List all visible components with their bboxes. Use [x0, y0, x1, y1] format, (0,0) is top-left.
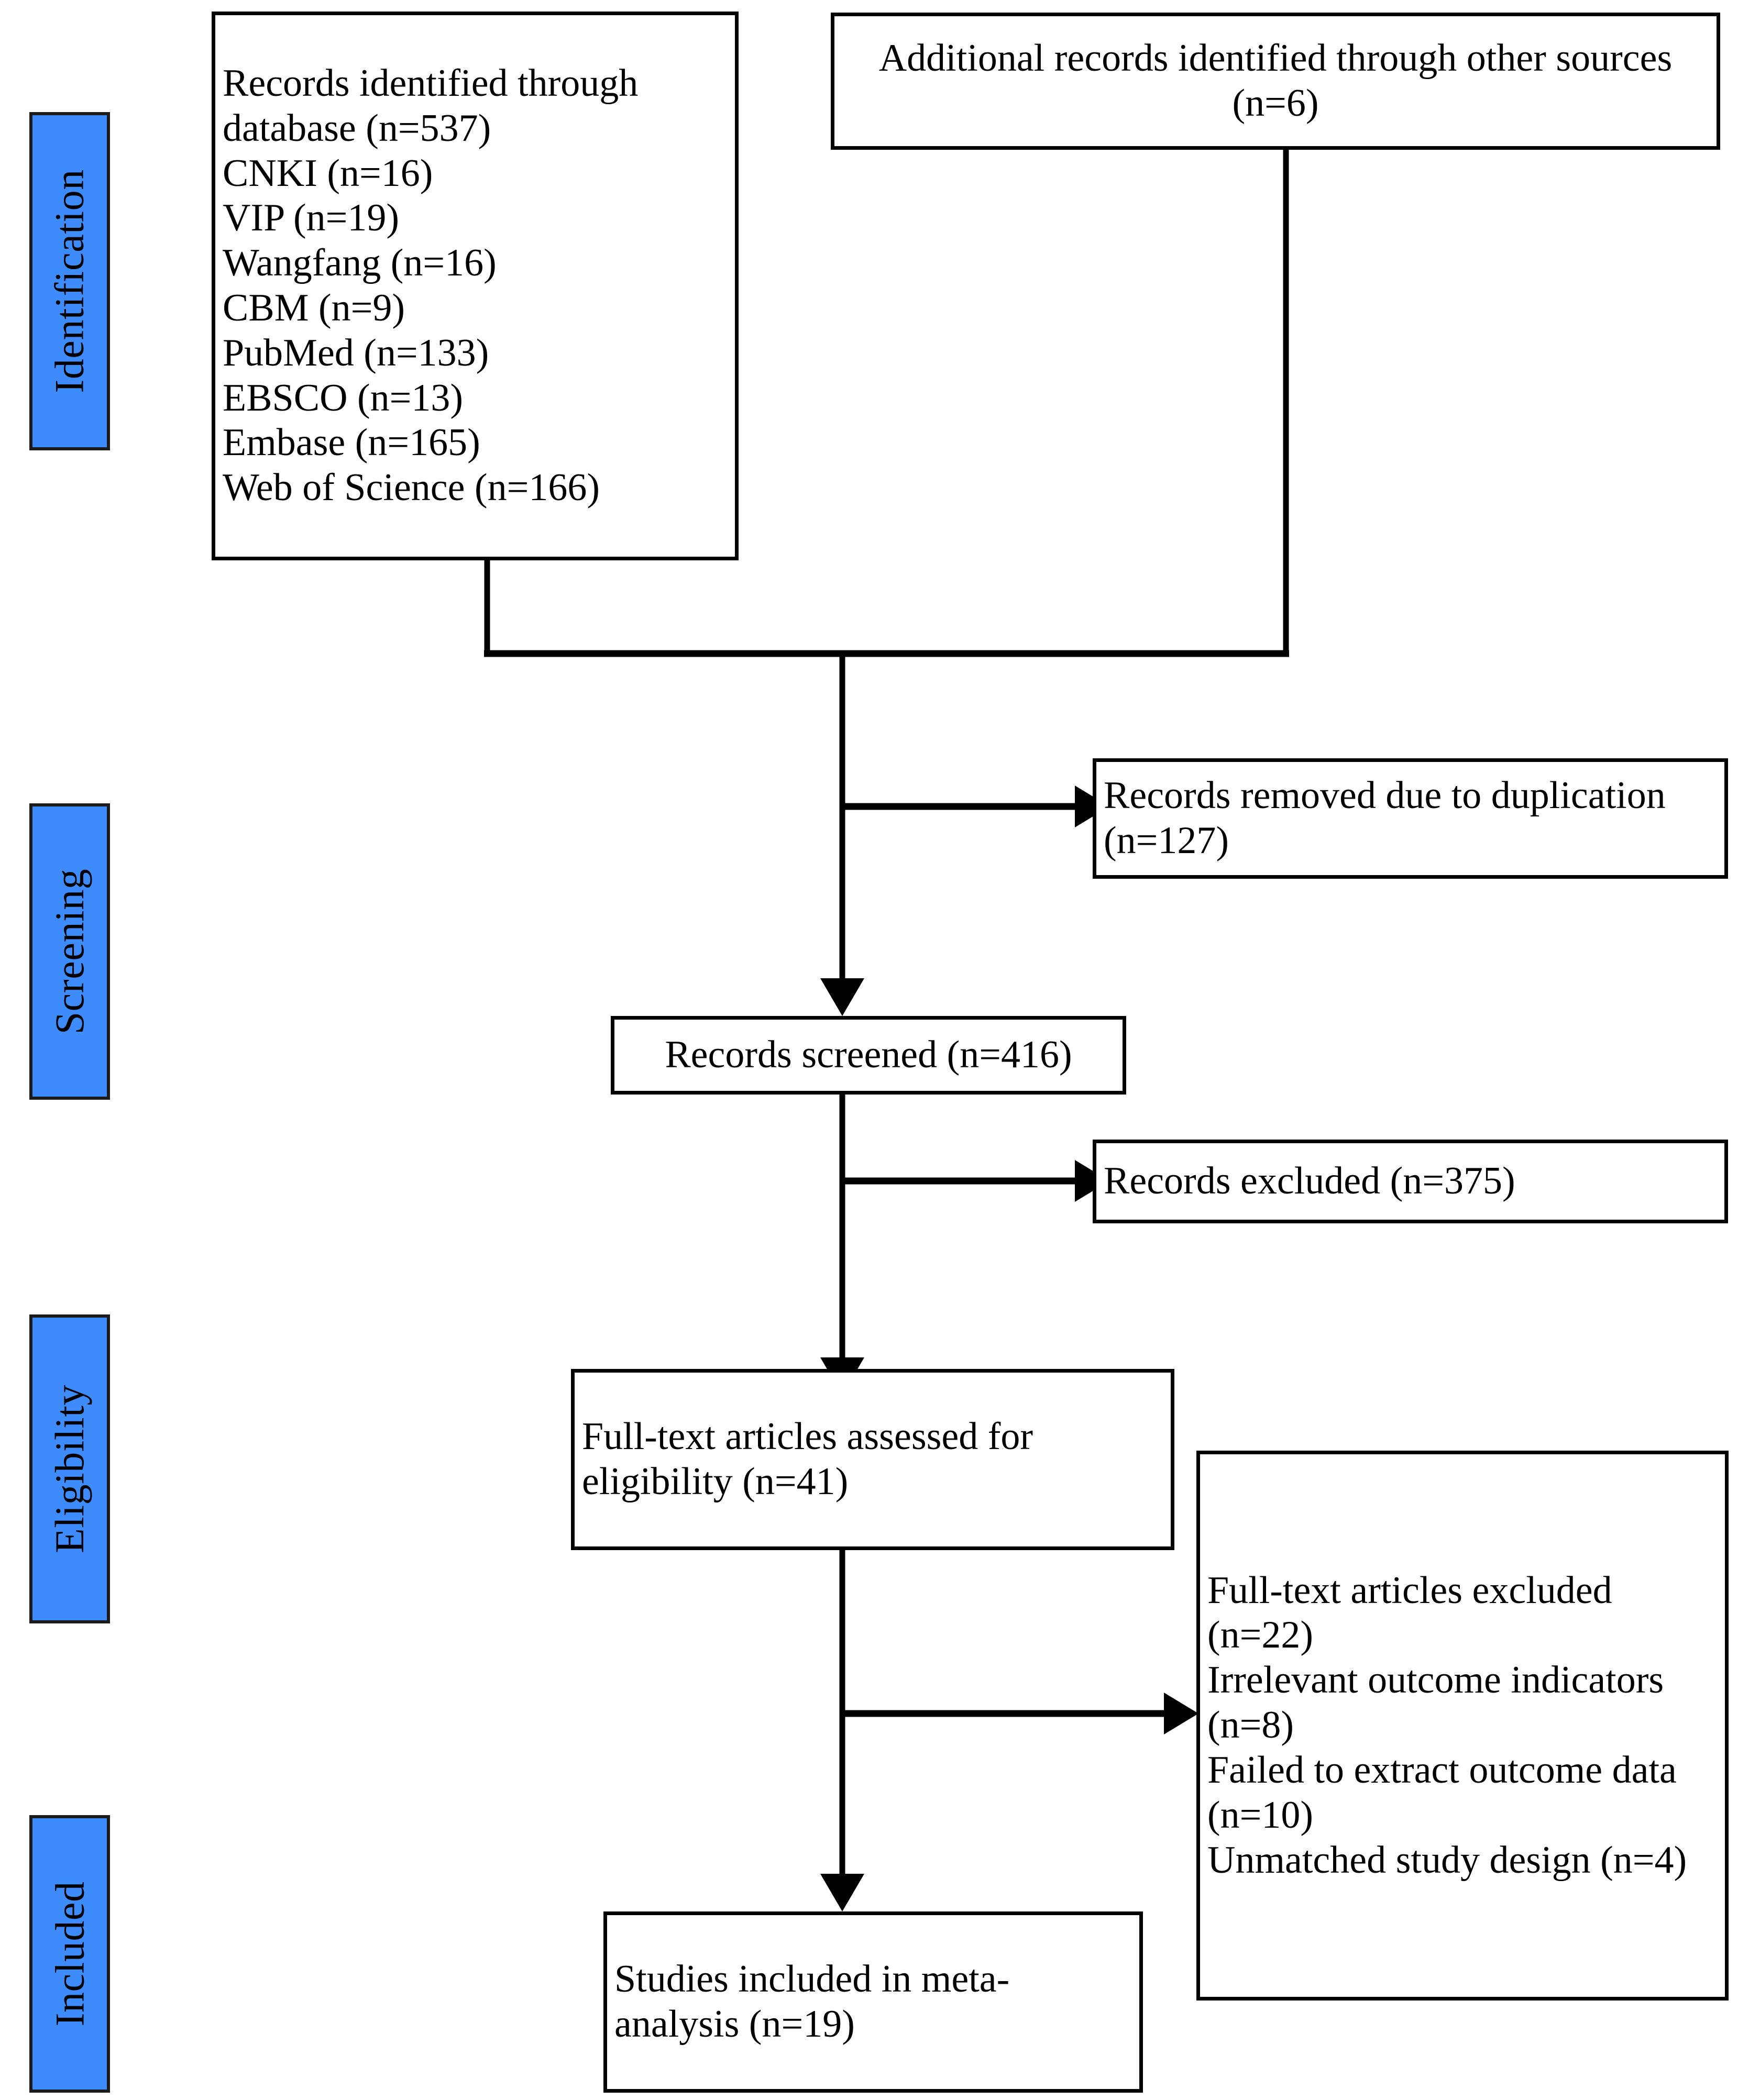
box-additional-records: Additional records identified through ot…: [831, 13, 1720, 150]
box-records-identified: Records identified through database (n=5…: [212, 12, 739, 560]
box-fulltext-excluded: Full-text articles excluded (n=22) Irrel…: [1196, 1451, 1729, 2000]
stage-label-identification: Identification: [47, 169, 93, 393]
arrowhead-to-fulltext-excluded: [1164, 1693, 1198, 1734]
arrowhead-to-records-screened: [820, 978, 864, 1016]
stage-label-screening: Screening: [47, 868, 93, 1035]
stage-bar-included: Included: [29, 1815, 110, 2093]
box-records-excluded-text: Records excluded (n=375): [1104, 1159, 1515, 1203]
stage-label-included: Included: [47, 1881, 93, 2027]
box-fulltext-assessed: Full-text articles assessed for eligibil…: [571, 1369, 1174, 1550]
box-records-screened-text: Records screened (n=416): [665, 1033, 1072, 1077]
box-fulltext-assessed-text: Full-text articles assessed for eligibil…: [582, 1415, 1033, 1503]
box-records-excluded: Records excluded (n=375): [1093, 1140, 1728, 1223]
stage-bar-identification: Identification: [29, 112, 110, 450]
stage-bar-screening: Screening: [29, 803, 110, 1100]
box-additional-records-text: Additional records identified through ot…: [878, 37, 1673, 125]
stage-bar-eligibility: Eligibility: [29, 1314, 110, 1623]
box-records-removed: Records removed due to duplication (n=12…: [1093, 758, 1728, 879]
box-studies-included: Studies included in meta-analysis (n=19): [603, 1911, 1143, 2093]
stage-label-eligibility: Eligibility: [47, 1385, 92, 1553]
box-records-screened: Records screened (n=416): [611, 1016, 1126, 1095]
box-records-identified-text: Records identified through database (n=5…: [223, 61, 639, 510]
box-studies-included-text: Studies included in meta-analysis (n=19): [614, 1958, 1010, 2046]
box-records-removed-text: Records removed due to duplication (n=12…: [1104, 774, 1666, 862]
box-fulltext-excluded-text: Full-text articles excluded (n=22) Irrel…: [1207, 1568, 1687, 1882]
arrowhead-to-studies-included: [820, 1874, 864, 1911]
